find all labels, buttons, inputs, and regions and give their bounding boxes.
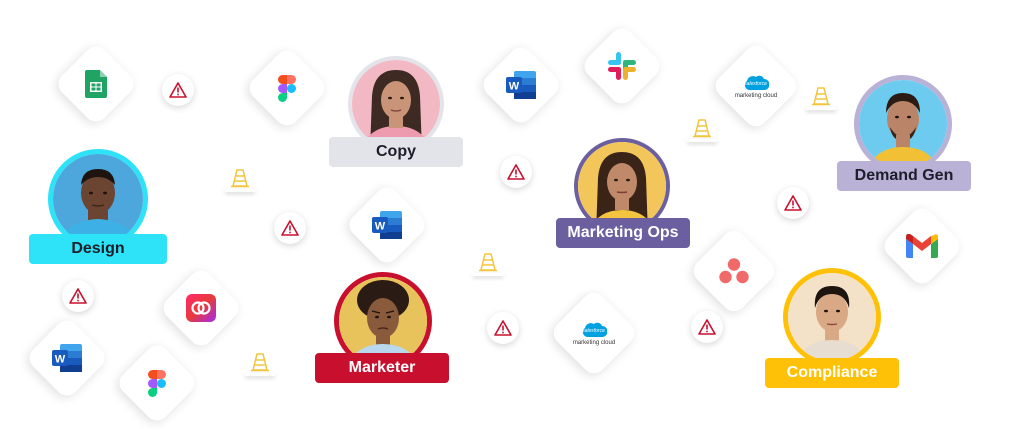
word-icon: W	[372, 211, 402, 239]
figma-icon	[148, 369, 166, 397]
traffic-cone-icon	[231, 169, 249, 188]
warning-badge	[691, 311, 723, 343]
traffic-cone-icon	[479, 253, 497, 272]
slack-tile	[579, 23, 665, 109]
warning-icon	[494, 320, 512, 336]
warning-badge	[274, 212, 306, 244]
warning-badge	[487, 312, 519, 344]
role-label-copy: Copy	[329, 137, 463, 167]
google-sheets-tile	[53, 41, 139, 127]
avatar-demand-gen	[854, 75, 952, 173]
adobe-creative-cloud-icon	[186, 294, 216, 322]
salesforce-marketing-cloud-icon: salesforce	[744, 75, 769, 90]
svg-text:salesforce: salesforce	[582, 328, 605, 334]
salesforce-tile-1: salesforce marketing cloud	[710, 40, 802, 132]
role-label-marketing-ops: Marketing Ops	[556, 218, 690, 248]
gmail-icon	[906, 234, 938, 258]
warning-icon	[281, 220, 299, 236]
word-tile-1: W	[478, 42, 564, 128]
warning-badge	[162, 74, 194, 106]
figma-icon	[278, 74, 296, 102]
avatar-compliance	[783, 268, 881, 366]
traffic-cone	[473, 252, 503, 276]
word-tile-3: W	[24, 315, 110, 401]
marketing-cloud-text: marketing cloud	[734, 92, 778, 99]
role-label-design: Design	[29, 234, 167, 264]
word-tile-2: W	[344, 182, 430, 268]
role-label-marketer: Marketer	[315, 353, 449, 383]
traffic-cone	[245, 352, 275, 376]
svg-text:salesforce: salesforce	[744, 81, 767, 87]
google-sheets-icon	[85, 70, 107, 98]
role-label-demand-gen: Demand Gen	[837, 161, 971, 191]
marketing-cloud-text: marketing cloud	[572, 339, 616, 346]
warning-icon	[507, 164, 525, 180]
salesforce-marketing-cloud-icon: salesforce	[582, 322, 607, 337]
traffic-cone	[806, 86, 836, 110]
svg-text:W: W	[55, 354, 66, 366]
traffic-cone	[687, 118, 717, 142]
figma-tile-bottom	[114, 340, 200, 426]
adobe-cc-tile	[158, 265, 244, 351]
svg-text:W: W	[509, 81, 520, 93]
warning-badge	[500, 156, 532, 188]
asana-tile	[688, 225, 780, 317]
traffic-cone	[225, 168, 255, 192]
figma-tile	[244, 45, 330, 131]
traffic-cone-icon	[693, 119, 711, 138]
svg-text:W: W	[375, 221, 386, 233]
asana-icon	[719, 258, 749, 284]
salesforce-tile-2: salesforce marketing cloud	[548, 287, 640, 379]
avatar-design	[48, 149, 148, 249]
warning-badge	[777, 187, 809, 219]
gmail-tile	[879, 203, 965, 289]
warning-icon	[69, 288, 87, 304]
traffic-cone-icon	[251, 353, 269, 372]
avatar-marketer	[334, 272, 432, 370]
warning-icon	[169, 82, 187, 98]
slack-icon	[608, 52, 636, 80]
warning-icon	[698, 319, 716, 335]
traffic-cone-icon	[812, 87, 830, 106]
word-icon: W	[52, 344, 82, 372]
word-icon: W	[506, 71, 536, 99]
role-label-compliance: Compliance	[765, 358, 899, 388]
warning-icon	[784, 195, 802, 211]
warning-badge	[62, 280, 94, 312]
